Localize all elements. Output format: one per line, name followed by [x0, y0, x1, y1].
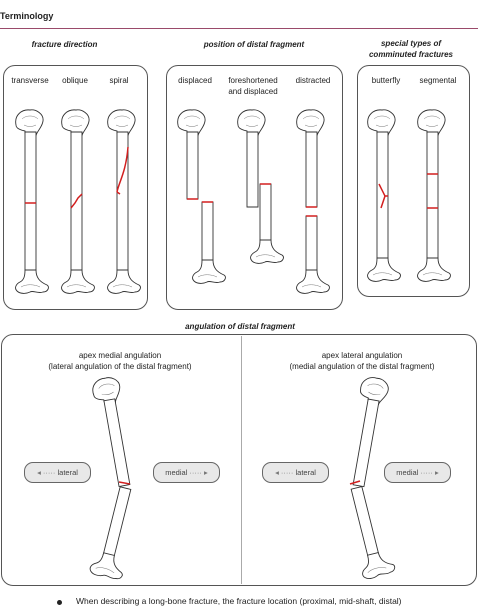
label-transverse: transverse [11, 76, 49, 85]
label-butterfly: butterfly [371, 76, 401, 85]
page-title: Terminology [0, 11, 54, 21]
label-spiral: spiral [109, 76, 129, 85]
bone-spiral [107, 109, 141, 294]
bone-distracted [296, 109, 330, 294]
heading-comminuted: special types of comminuted fractures [368, 39, 454, 59]
bone-oblique [61, 109, 95, 294]
bone-apex-lateral [349, 375, 397, 581]
bullet-icon [57, 600, 62, 605]
panel-angulation [1, 334, 477, 586]
bone-apex-medial [88, 375, 132, 582]
pill-lateral-left: ◂ ····· lateral [24, 462, 91, 483]
arrow-left-icon: ◂ ····· [37, 468, 56, 477]
heading-distal-position: position of distal fragment [203, 40, 305, 49]
pill-medial-right: medial ····· ▸ [384, 462, 451, 483]
label-displaced: displaced [178, 76, 212, 85]
section-title: Terminology [0, 2, 478, 29]
heading-fracture-direction: fracture direction [31, 40, 98, 49]
panel-distal-position [166, 65, 343, 310]
arrow-left-icon: ◂ ····· [275, 468, 294, 477]
label-oblique: oblique [62, 76, 88, 85]
label-distracted: distracted [295, 76, 331, 85]
pill-lateral-right: ◂ ····· lateral [262, 462, 329, 483]
bone-foreshortened [237, 109, 284, 264]
arrow-right-icon: ····· ▸ [189, 468, 208, 477]
arrow-right-icon: ····· ▸ [420, 468, 439, 477]
bone-displaced [177, 109, 226, 284]
pill-medial-left: medial ····· ▸ [153, 462, 220, 483]
bone-transverse [15, 109, 49, 294]
panel-comminuted [357, 65, 470, 297]
panel-divider [241, 336, 242, 584]
label-segmental: segmental [419, 76, 457, 85]
apex-lateral-title: apex lateral angulation (medial angulati… [289, 351, 435, 371]
bone-butterfly [367, 109, 401, 282]
bone-segmental [417, 109, 451, 282]
bullet-text: When describing a long-bone fracture, th… [76, 596, 402, 606]
apex-medial-title: apex medial angulation (lateral angulati… [48, 351, 192, 371]
heading-angulation: angulation of distal fragment [185, 322, 295, 331]
label-foreshortened: foreshortened and displaced [228, 76, 278, 96]
panel-fracture-direction [3, 65, 148, 310]
